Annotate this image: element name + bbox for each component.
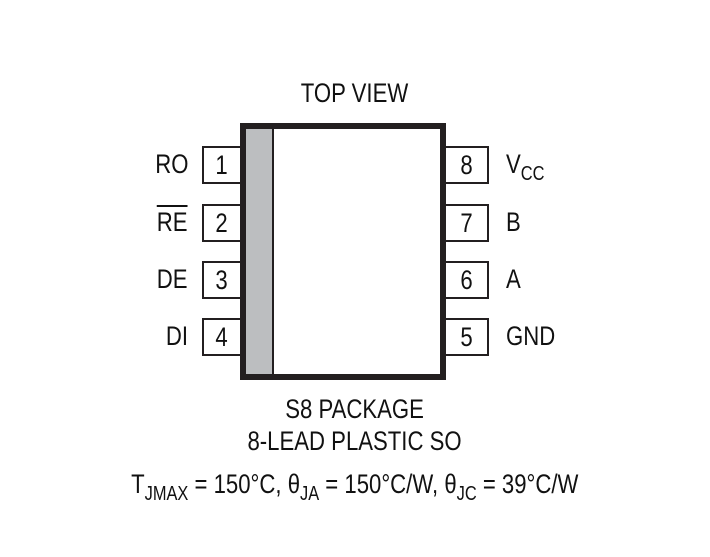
pin-5-number: 5 [460,321,473,352]
pin-4-label: DI [128,323,188,350]
package-name: S8 PACKAGE [0,396,710,423]
pin-8-number: 8 [460,149,473,180]
pin-8-label: VCC [506,149,553,185]
pin-8-label-subscript: CC [520,163,545,185]
pin-6-box: 6 [446,261,489,299]
pin-4-number: 4 [215,321,229,352]
pin-7-box: 7 [446,204,489,242]
theta-jc-subscript: JC [456,483,477,505]
top-view-title-text: TOP VIEW [301,78,409,108]
pin-6-label: A [506,266,524,293]
pin-3-label-text: DE [157,264,188,294]
pin-3-label: DE [128,266,188,293]
pin-2-number: 2 [215,207,229,238]
pin-4-box: 4 [202,318,240,356]
pin-5-label: GND [506,323,566,350]
pin-7-label-text: B [506,207,521,237]
tjmax-value: = 150°C, [188,469,288,499]
pin-2-box: 2 [202,204,240,242]
tjmax-subscript: JMAX [144,483,189,505]
tjmax-symbol: T [131,469,145,499]
theta-jc-value: = 39°C/W [476,469,579,499]
pin-3-box: 3 [202,261,240,299]
pin-5-box: 5 [446,318,489,356]
pin-6-number: 6 [460,264,473,295]
package-name-text: S8 PACKAGE [285,394,425,424]
pin-2-label-text: RE [157,207,188,237]
pin-2-label: RE [128,209,188,236]
pin-1-box: 1 [202,146,240,184]
pin-6-label-text: A [506,264,521,294]
theta-jc-symbol: θ [444,469,457,499]
pin-1-label: RO [128,151,188,178]
thermal-specs: TJMAX = 150°C, θJA = 150°C/W, θJC = 39°C… [0,469,710,505]
pin-7-number: 7 [460,207,473,238]
pin-1-label-text: RO [154,149,188,179]
package-description-text: 8-LEAD PLASTIC SO [247,426,463,456]
pin-5-label-text: GND [506,321,556,351]
pin-3-number: 3 [215,264,229,295]
pin-8-label-text: V [506,149,521,179]
package-body [240,123,446,380]
theta-ja-subscript: JA [300,483,320,505]
theta-ja-symbol: θ [287,469,301,499]
pin-1-number: 1 [215,149,229,180]
pin-7-label: B [506,209,524,236]
pin-4-label-text: DI [165,321,188,351]
top-view-title: TOP VIEW [0,80,710,107]
pin1-indicator-stripe [246,129,274,374]
theta-ja-value: = 150°C/W, [319,469,445,499]
package-description: 8-LEAD PLASTIC SO [0,428,710,455]
pin-8-box: 8 [446,146,489,184]
